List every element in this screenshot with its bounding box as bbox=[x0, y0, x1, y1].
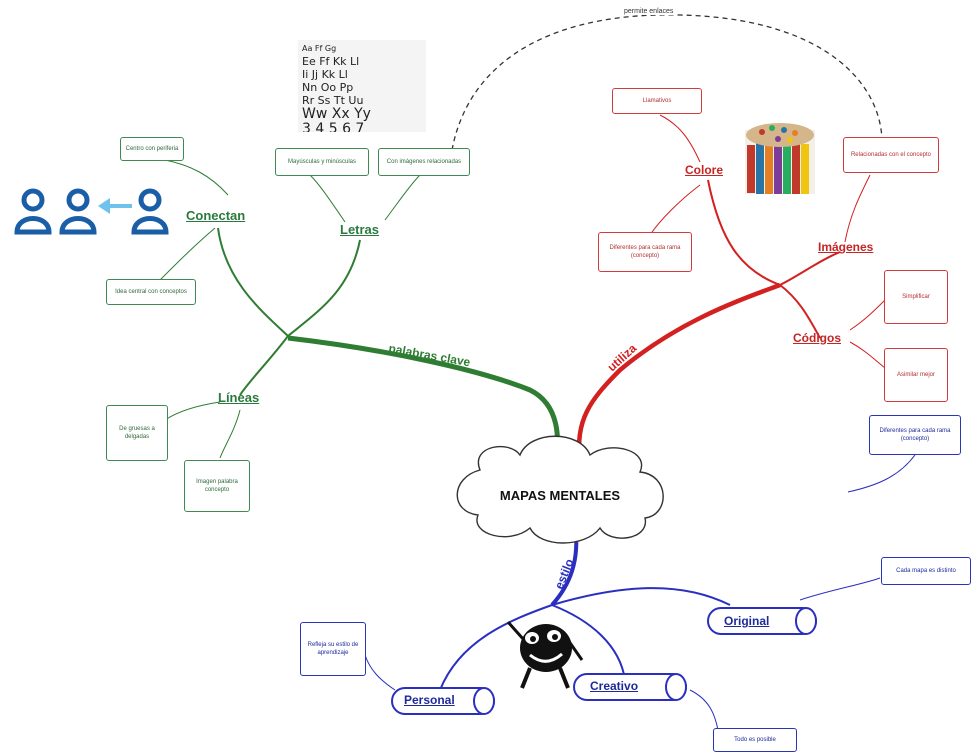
box-relacionadas: Relacionadas con el concepto bbox=[843, 137, 939, 173]
green-branch-conectan bbox=[217, 227, 289, 337]
blue-branch-original bbox=[551, 587, 731, 606]
center-title: MAPAS MENTALES bbox=[500, 488, 620, 503]
green-to-gruesas bbox=[164, 401, 221, 421]
node-personal: Personal bbox=[404, 693, 455, 707]
alphabet-row: Ww Xx Yy bbox=[302, 106, 371, 122]
center-cloud: MAPAS MENTALES bbox=[456, 435, 664, 544]
box-con-imagenes: Con imágenes relacionadas bbox=[378, 148, 470, 176]
green-branch-label: palabras clave bbox=[387, 341, 471, 369]
box-simplificar: Simplificar bbox=[884, 270, 948, 324]
node-codigos: Códigos bbox=[793, 331, 841, 345]
scroll-personal bbox=[391, 687, 495, 715]
green-branch-lineas bbox=[239, 335, 289, 396]
alphabet-row: 3 4 5 6 7 bbox=[302, 121, 365, 133]
arrow-left-icon bbox=[98, 198, 132, 214]
user-icon bbox=[59, 188, 97, 235]
blue-to-diferentes bbox=[847, 454, 916, 493]
user-icon bbox=[14, 188, 52, 235]
blue-to-refleja bbox=[364, 654, 396, 691]
red-to-diferentes bbox=[649, 184, 701, 236]
box-idea-central: Idea central con conceptos bbox=[106, 279, 196, 305]
alphabet-row: Aa Ff Gg bbox=[302, 44, 337, 53]
box-llamativos: Llamativos bbox=[612, 88, 702, 114]
blue-branch-personal bbox=[439, 604, 553, 691]
users-icon-group bbox=[14, 188, 169, 235]
box-diferentes-rama: Diferentes para cada rama (concepto) bbox=[598, 232, 692, 272]
red-branch-codigos bbox=[779, 284, 821, 339]
box-mayusculas: Mayúsculas y minúsculas bbox=[275, 148, 369, 176]
alphabet-row: Nn Oo Pp bbox=[302, 81, 354, 94]
box-gruesas: De gruesas a delgadas bbox=[106, 405, 168, 461]
red-to-relacionadas bbox=[844, 174, 871, 243]
scroll-original bbox=[707, 607, 817, 635]
green-branch-letras bbox=[287, 239, 361, 337]
node-conectan: Conectan bbox=[186, 208, 246, 223]
red-to-asimilar bbox=[849, 341, 886, 369]
box-todo-posible: Todo es posible bbox=[713, 728, 797, 752]
box-refleja: Refleja su estilo de aprendizaje bbox=[300, 622, 366, 676]
box-cada-mapa: Cada mapa es distinto bbox=[881, 557, 971, 585]
robot-character bbox=[506, 621, 584, 689]
alphabet-row: Rr Ss Tt Uu bbox=[302, 94, 364, 107]
alphabet-row: Ii Jj Kk Ll bbox=[302, 68, 348, 81]
blue-to-todo bbox=[689, 689, 719, 731]
node-lineas: Líneas bbox=[218, 390, 260, 405]
green-to-mayus bbox=[309, 174, 346, 223]
node-colores: Colore bbox=[685, 163, 724, 177]
node-original: Original bbox=[724, 614, 770, 628]
pencils-image bbox=[745, 123, 815, 194]
alphabet-row: Ee Ff Kk Ll bbox=[302, 55, 360, 68]
red-to-llamativos bbox=[659, 114, 701, 163]
user-icon bbox=[131, 188, 169, 235]
green-to-imagenes bbox=[384, 174, 421, 221]
node-creativo: Creativo bbox=[590, 679, 639, 693]
blue-branch-creativo bbox=[551, 604, 626, 681]
green-to-imagen bbox=[219, 409, 241, 459]
red-branch-colores bbox=[707, 179, 781, 286]
box-diferentes-rama-blue: Diferentes para cada rama (concepto) bbox=[869, 415, 961, 455]
alphabet-image: Aa Ff Gg Ee Ff Kk Ll Ii Jj Kk Ll Nn Oo P… bbox=[298, 40, 426, 132]
box-imagen-palabra: Imagen palabra concepto bbox=[184, 460, 250, 512]
green-to-centro bbox=[164, 159, 229, 196]
scroll-creativo bbox=[573, 673, 687, 701]
node-imagenes: Imágenes bbox=[818, 240, 874, 254]
green-to-idea bbox=[159, 227, 216, 281]
link-arc bbox=[451, 14, 883, 151]
red-to-simplificar bbox=[849, 299, 886, 331]
box-centro-periferia: Centro con periferia bbox=[120, 137, 184, 161]
box-asimilar: Asimilar mejor bbox=[884, 348, 948, 402]
node-letras: Letras bbox=[340, 222, 380, 237]
permite-enlaces-note: permite enlaces bbox=[622, 8, 676, 15]
blue-to-cada bbox=[799, 577, 881, 601]
green-main-branch bbox=[287, 335, 560, 466]
red-branch-imagenes bbox=[779, 251, 841, 286]
red-main-branch bbox=[576, 282, 781, 463]
